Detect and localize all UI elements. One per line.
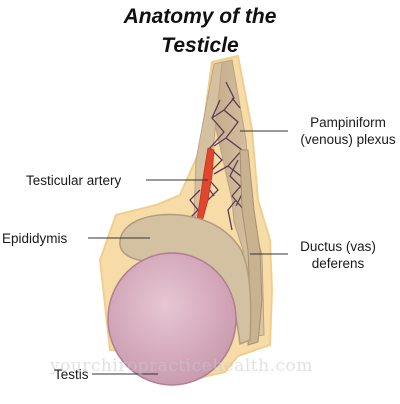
watermark: yourchiropracticehealth.com — [50, 356, 313, 376]
testis — [107, 252, 237, 386]
label-ductus-deferens: Ductus (vas) deferens — [288, 238, 388, 272]
label-ductus-line-2: deferens — [311, 256, 365, 271]
ductus-deferens — [239, 149, 263, 346]
leader-lines — [88, 130, 288, 375]
label-pampiniform-line-2: (venous) plexus — [300, 132, 396, 147]
label-testis: Testis — [54, 367, 89, 382]
label-ductus-line-1: Ductus (vas) — [300, 239, 376, 254]
label-testicular-artery: Testicular artery — [26, 173, 122, 188]
label-pampiniform-plexus: Pampiniform (venous) plexus — [288, 114, 400, 148]
title-line-1: Anatomy of the — [123, 5, 277, 28]
pampiniform-plexus — [185, 81, 247, 231]
diagram-title: Anatomy of the Testicle — [100, 2, 300, 60]
label-pampiniform-line-1: Pampiniform — [310, 115, 386, 130]
label-epididymis: Epididymis — [2, 231, 68, 246]
title-line-2: Testicle — [161, 34, 239, 57]
